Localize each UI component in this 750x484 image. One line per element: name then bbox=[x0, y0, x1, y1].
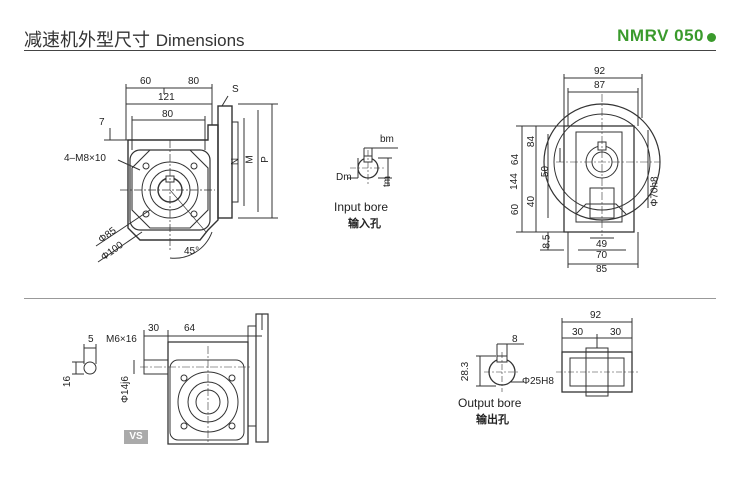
dim-121: 121 bbox=[158, 92, 175, 103]
dim-16: 16 bbox=[62, 375, 74, 388]
angle-45: 45° bbox=[184, 246, 200, 257]
dim-80-top: 80 bbox=[188, 76, 200, 87]
dim-49: 49 bbox=[596, 239, 608, 250]
front-view bbox=[95, 84, 278, 263]
section-divider bbox=[24, 298, 716, 299]
output-bore-caption-cn: 输出孔 bbox=[476, 413, 509, 426]
title-cn: 减速机外型尺寸 bbox=[24, 30, 150, 51]
label-bm: bm bbox=[380, 134, 394, 145]
input-bore-view bbox=[348, 147, 398, 186]
dim-30-vs: 30 bbox=[148, 323, 160, 334]
dim-60: 60 bbox=[140, 76, 152, 87]
page-title: 减速机外型尺寸 Dimensions bbox=[24, 26, 245, 52]
dim-85-side: 85 bbox=[596, 264, 608, 275]
side-view bbox=[516, 74, 661, 268]
dim-30a-out: 30 bbox=[572, 327, 584, 338]
dim-8: 8 bbox=[512, 334, 518, 345]
dim-144: 144 bbox=[508, 173, 520, 190]
bolt-callout: 4–M8×10 bbox=[64, 153, 106, 164]
dim-40: 40 bbox=[526, 195, 538, 208]
header-divider bbox=[24, 50, 716, 51]
dim-30b-out: 30 bbox=[610, 327, 622, 338]
label-n: N bbox=[230, 157, 242, 166]
dim-84: 84 bbox=[526, 135, 538, 148]
dia-14j6: Φ14j6 bbox=[119, 376, 131, 403]
vs-view bbox=[72, 313, 269, 445]
label-s: S bbox=[232, 84, 239, 95]
dim-8-5: 8.5 bbox=[541, 234, 553, 249]
output-bore-view bbox=[476, 318, 640, 397]
dim-7: 7 bbox=[99, 117, 105, 128]
dim-m6x16: M6×16 bbox=[106, 334, 137, 345]
dim-60-side: 60 bbox=[510, 203, 522, 216]
dim-64-vs: 64 bbox=[184, 323, 196, 334]
label-m: M bbox=[244, 155, 256, 164]
dim-80: 80 bbox=[162, 109, 174, 120]
input-bore-caption: Input bore bbox=[334, 200, 389, 214]
title-en: Dimensions bbox=[155, 31, 245, 50]
dim-87: 87 bbox=[594, 80, 606, 91]
label-p: P bbox=[259, 156, 271, 163]
model-label: NMRV 050 bbox=[617, 26, 704, 45]
dim-92-side: 92 bbox=[594, 66, 606, 77]
input-bore-caption-cn: 输入孔 bbox=[348, 217, 381, 230]
dia-25h8: Φ25H8 bbox=[522, 376, 554, 387]
chevron-right-icon bbox=[707, 33, 716, 42]
dim-5: 5 bbox=[88, 334, 94, 345]
dim-70: 70 bbox=[596, 250, 608, 261]
dim-50: 50 bbox=[540, 165, 552, 178]
dim-28-3: 28.3 bbox=[460, 361, 472, 382]
label-dm: Dm bbox=[336, 172, 352, 183]
dim-64: 64 bbox=[510, 153, 522, 166]
label-tm: tm bbox=[382, 175, 394, 188]
vs-badge: VS bbox=[124, 430, 148, 444]
dim-92-out: 92 bbox=[590, 310, 602, 321]
output-bore-caption: Output bore bbox=[458, 396, 522, 410]
dia-70h8: Φ70h8 bbox=[649, 176, 661, 207]
